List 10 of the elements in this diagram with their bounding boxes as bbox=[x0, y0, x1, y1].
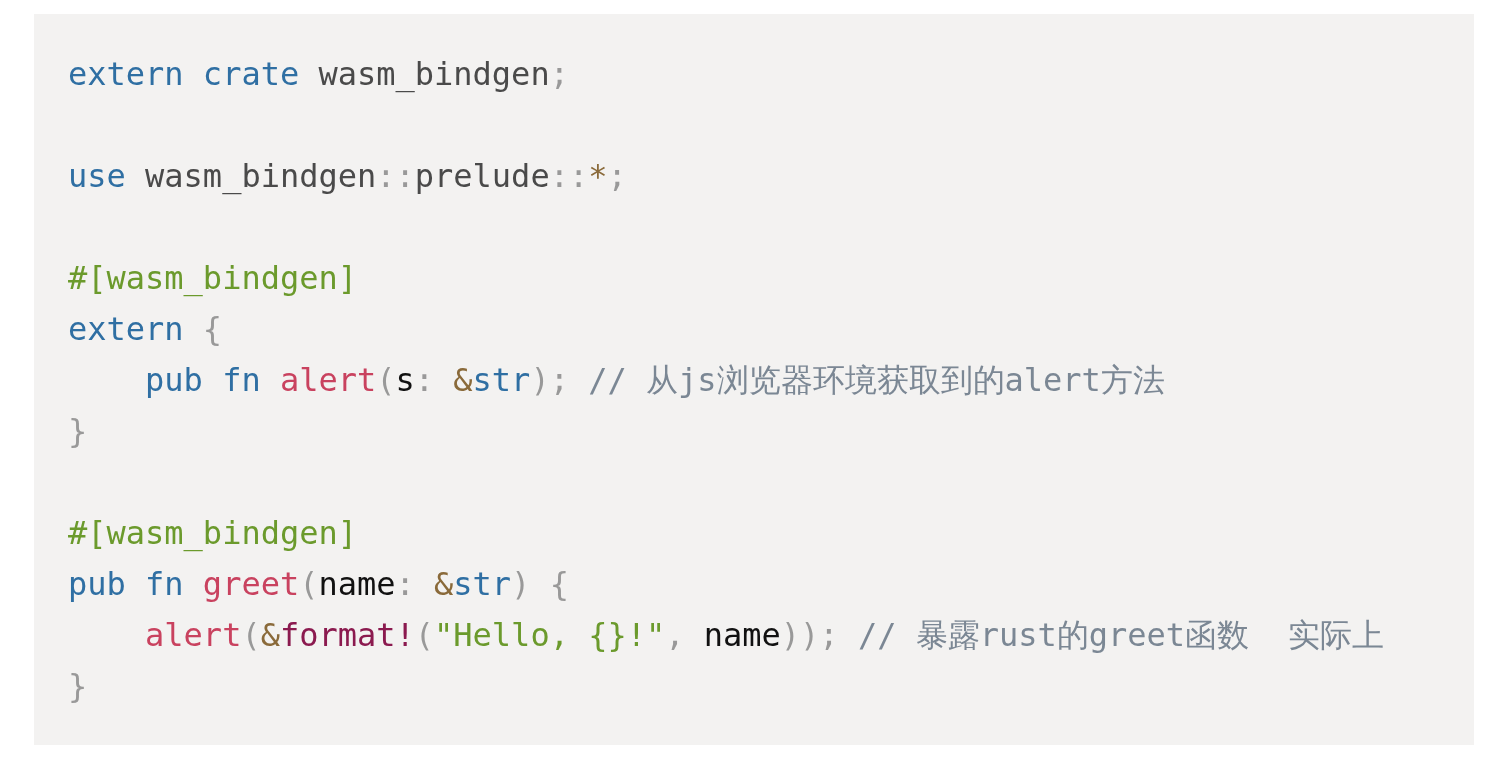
code-line: } bbox=[68, 411, 88, 451]
code-line: alert(&format!("Hello, {}!", name)); // 暴露rust的greet函数 实际上 bbox=[144, 615, 1384, 655]
code-line: #[wasm_bindgen] bbox=[68, 258, 357, 298]
code-line: pub fn alert(s: &str); // 从js浏览器环境获取到的alert方法 bbox=[144, 360, 1165, 400]
code-line: #[wasm_bindgen] bbox=[68, 513, 357, 553]
code-line: extern crate wasm_bindgen; bbox=[68, 54, 569, 94]
code-line: pub fn greet(name: &str) { bbox=[68, 564, 569, 604]
code-line: } bbox=[68, 666, 88, 706]
code-line: extern { bbox=[68, 309, 223, 349]
code-line: use wasm_bindgen::prelude::*; bbox=[68, 156, 627, 196]
